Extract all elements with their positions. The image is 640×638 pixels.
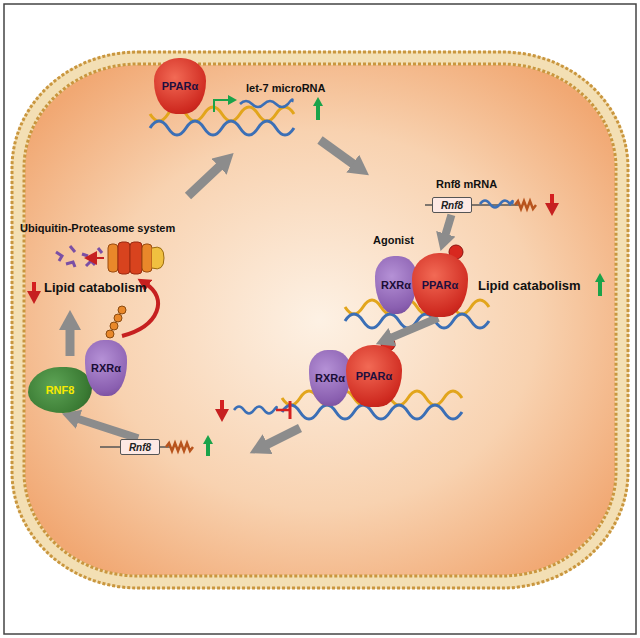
text-label: let-7 microRNA: [246, 82, 325, 95]
ppar-protein: PPARα: [154, 58, 206, 114]
proteasome: [94, 242, 164, 274]
mirna-bound: [480, 201, 513, 208]
proteasome-ring: [142, 244, 152, 272]
ubiquitin: [110, 322, 118, 330]
proteasome-ring: [118, 242, 130, 274]
stage-arrow: [320, 140, 356, 166]
dna-strand: [150, 121, 294, 135]
ppar-protein: PPARα: [412, 253, 468, 317]
degraded-fragments: [56, 246, 102, 267]
inhibition-bar: [289, 401, 292, 419]
up-arrow: [206, 442, 210, 456]
inhibition-line: [276, 409, 290, 412]
text-label: Rnf8 mRNA: [436, 178, 497, 191]
node-text: RXRα: [315, 372, 345, 384]
fragment: [56, 252, 62, 261]
text-label: Ubiquitin-Proteasome system: [20, 222, 175, 235]
degradation-arrow: [94, 257, 104, 259]
text-label: Lipid catabolism: [44, 281, 147, 296]
stage-arrow: [76, 418, 138, 438]
cell-body: [18, 58, 622, 582]
frame: [4, 4, 636, 634]
down-arrow: [220, 400, 224, 412]
node-text: RNF8: [46, 384, 75, 396]
stage-arrow: [264, 428, 300, 446]
proteasome-ring: [130, 242, 142, 274]
fragment: [98, 248, 102, 253]
node-text: PPARα: [162, 80, 199, 92]
mirna-hairpin: [234, 407, 277, 414]
fragment: [82, 254, 88, 256]
stage-arrow: [445, 215, 452, 237]
node-text: RXRα: [91, 362, 121, 374]
ubiquitin-chain: [106, 306, 126, 338]
text-label: Lipid catabolism: [478, 279, 581, 294]
mrna-box: Rnf8: [120, 439, 160, 455]
poly-a-tail: [166, 443, 193, 451]
mrna-box: Rnf8: [432, 197, 472, 213]
up-arrow: [598, 280, 602, 296]
stage-arrow: [66, 326, 75, 356]
fragment: [70, 246, 75, 252]
ubiquitin: [106, 330, 114, 338]
proteasome-ring: [108, 244, 118, 272]
node-text: Rnf8: [129, 442, 151, 453]
dna-strand: [282, 405, 462, 419]
membrane-outer: [12, 52, 628, 588]
transcription-arrow: [214, 100, 230, 112]
node-text: Rnf8: [441, 200, 463, 211]
stage-arrow: [390, 318, 439, 339]
ubiquitin: [114, 314, 122, 322]
node-text: PPARα: [422, 279, 459, 291]
fragment: [66, 262, 75, 267]
text-label: Agonist: [373, 234, 414, 247]
down-arrow: [32, 282, 36, 294]
mirna-hairpin: [240, 99, 293, 107]
node-text: RXRα: [381, 279, 411, 291]
stage-arrow: [188, 164, 222, 196]
membrane-inner: [24, 64, 616, 576]
node-text: PPARα: [356, 370, 393, 382]
ppar-protein: PPARα: [346, 345, 402, 407]
proteasome-cap: [152, 247, 164, 269]
down-arrow: [550, 194, 554, 206]
rnf8-protein: RNF8: [28, 367, 92, 413]
fragment: [86, 261, 95, 266]
ubiquitin: [118, 306, 126, 314]
poly-a-tail: [515, 201, 536, 209]
up-arrow: [316, 104, 320, 120]
